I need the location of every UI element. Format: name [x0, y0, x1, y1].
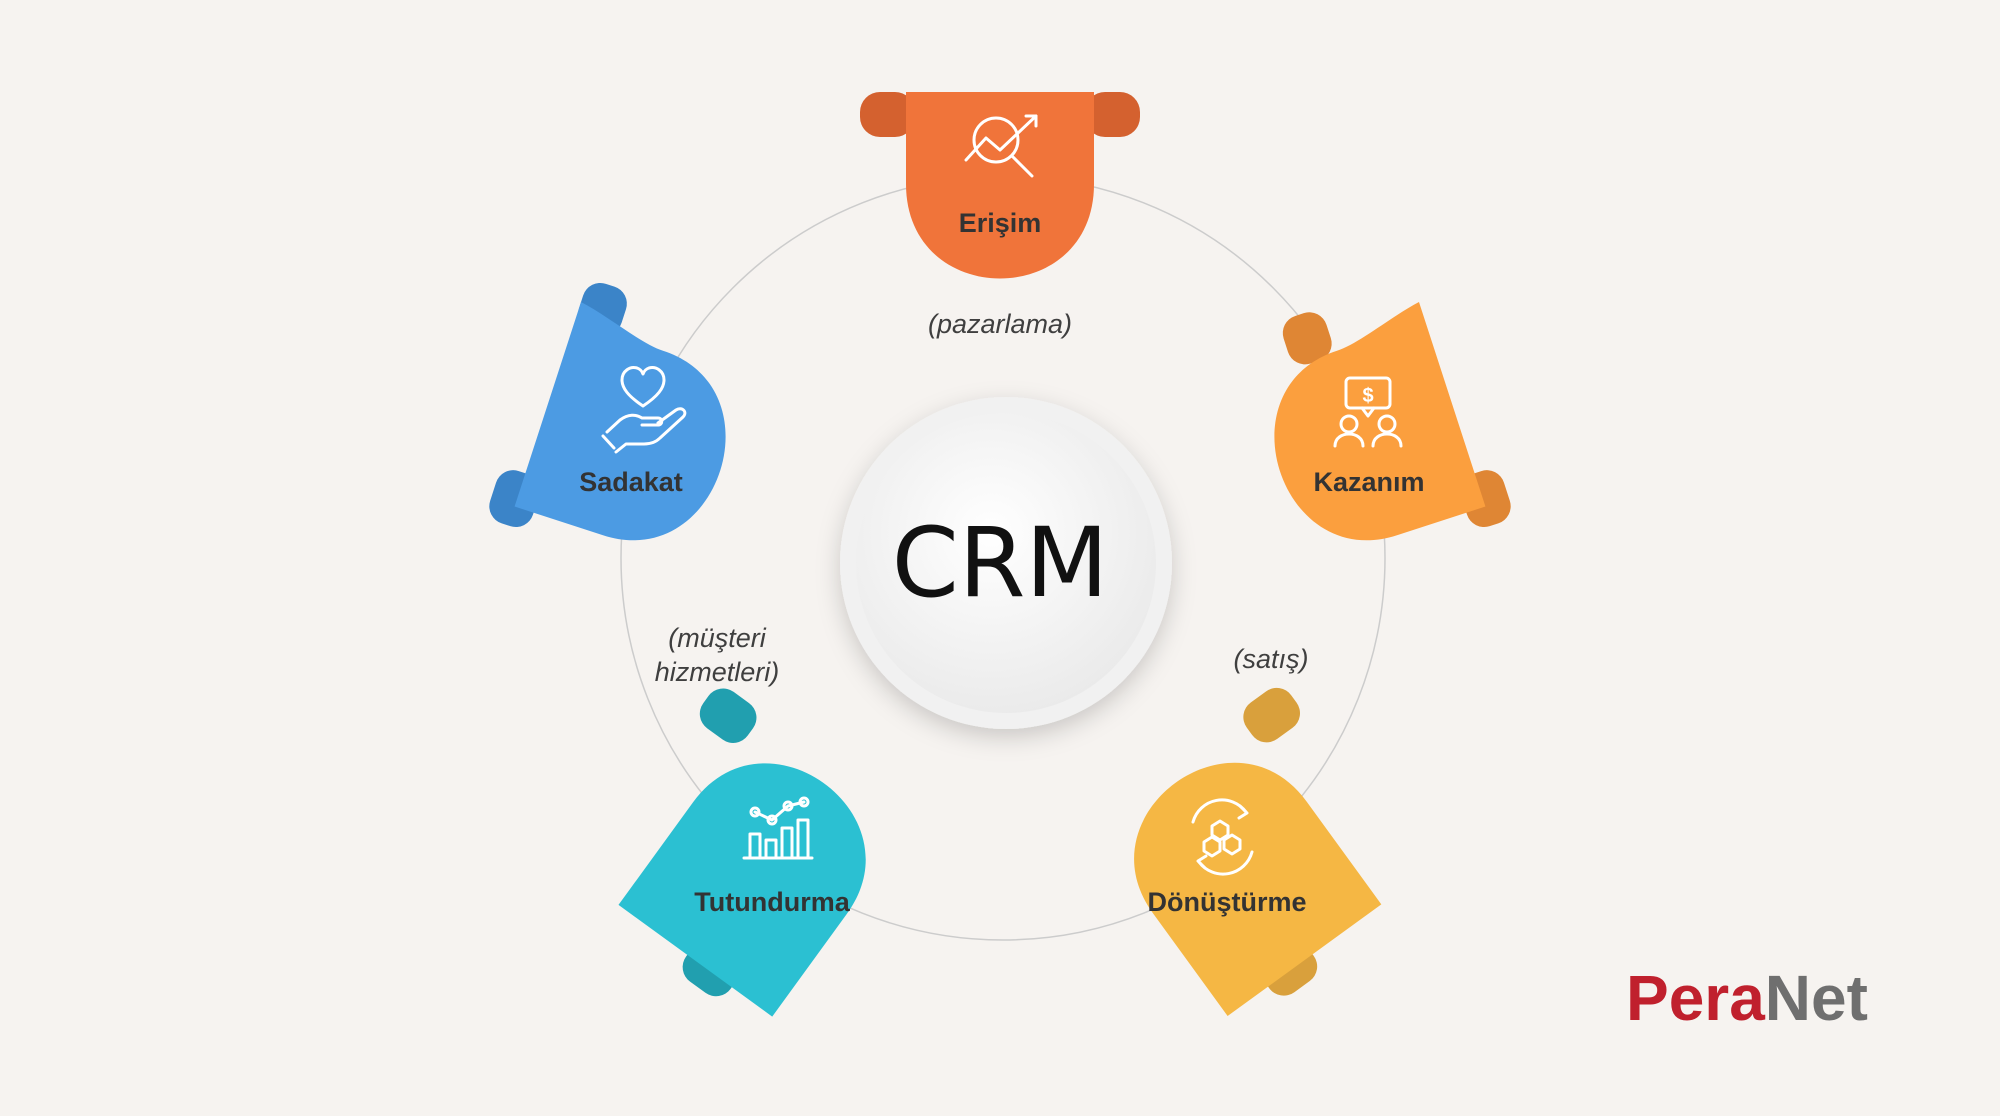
dollar-meeting-icon: $: [1333, 376, 1403, 448]
stage-ribbon: [514, 302, 726, 541]
edge-note-service-line2: hizmetleri): [655, 657, 780, 687]
stage-fold: [860, 92, 1140, 137]
stage-label: Sadakat: [579, 467, 683, 497]
center-label: CRM: [892, 507, 1109, 619]
stage-tutundurma: Tutundurma: [618, 688, 866, 1017]
stage-ribbon: [906, 92, 1094, 279]
stage-ribbon: [1134, 762, 1382, 1016]
edge-note-service-line1: (müşteri: [668, 623, 767, 653]
svg-text:$: $: [1362, 385, 1373, 407]
conversion-cycle-icon: [1191, 798, 1254, 876]
peranet-logo: PeraNet: [1626, 962, 1868, 1034]
stage-donusturme: Dönüştürme: [1134, 687, 1382, 1016]
center-hub: CRM: [840, 397, 1172, 729]
stage-kazanim: $ Kazanım: [1274, 302, 1511, 541]
stage-sadakat: Sadakat: [489, 282, 726, 541]
stage-label: Kazanım: [1313, 467, 1424, 497]
trend-search-icon: [964, 114, 1038, 178]
stage-ribbon: [1274, 302, 1486, 541]
edge-note-marketing: (pazarlama): [928, 309, 1072, 339]
stage-label: Dönüştürme: [1147, 887, 1306, 917]
stage-label: Tutundurma: [694, 887, 850, 917]
stage-label: Erişim: [959, 208, 1042, 238]
stage-ribbon: [618, 763, 866, 1017]
heart-hand-icon: [601, 366, 687, 454]
growth-bars-icon: [742, 796, 814, 860]
edge-note-sales: (satış): [1233, 644, 1308, 674]
stage-erisim: Erişim: [860, 92, 1140, 279]
